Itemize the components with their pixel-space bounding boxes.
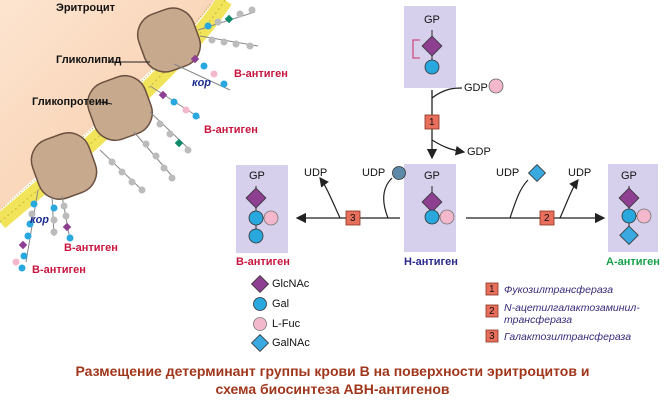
enzyme-legend-2-number: 2 (489, 306, 495, 317)
enzyme-1-box (424, 114, 440, 130)
enzyme-legend-2-name-line1: N-ацетилгалактозаминил- (504, 302, 640, 314)
legend-fuc-label: L-Fuc (272, 318, 301, 330)
erythrocyte-label: Эритроцит (56, 2, 116, 14)
enzyme-legend-2-box (485, 304, 499, 318)
udp-label-a-in: UDP (496, 167, 520, 179)
caption-line1: Размещение детерминант группы крови В на… (75, 363, 590, 379)
pointer-lines (99, 61, 150, 105)
enzyme-3-number: 3 (350, 213, 356, 224)
legend-glcnac-icon (250, 274, 270, 294)
glycoprotein-label: Гликопротеин (32, 96, 109, 108)
udp-label-a-out: UDP (568, 167, 592, 179)
gdp-label-in: GDP (464, 82, 488, 94)
enzyme-legend-1-box (485, 282, 499, 296)
glycolipid-label: Гликолипид (56, 54, 122, 66)
enzyme-legend-1-name: Фукозилтрансфераза (504, 284, 614, 296)
enzyme-legend-1-number: 1 (489, 284, 495, 295)
membrane-protein-1 (136, 7, 202, 73)
membrane-protein-2 (86, 74, 154, 142)
a-antigen-title: А-антиген (606, 256, 660, 268)
gp-label-b: GP (249, 170, 265, 182)
udp-label-b-in: UDP (362, 167, 386, 179)
enzyme-1-number: 1 (429, 117, 435, 128)
b-antigen-label-4: В-антиген (32, 264, 86, 276)
gp-label-top: GP (424, 14, 440, 26)
enzyme-legend-2-name-line2: трансфераза (504, 314, 573, 326)
membrane-protein-3 (30, 132, 98, 200)
legend-galnac-label: GalNAc (272, 337, 310, 349)
legend-glcnac-label: GlcNAc (272, 278, 310, 290)
gp-label-h: GP (424, 170, 440, 182)
legend-fuc-icon (253, 317, 267, 331)
gp-label-a: GP (621, 170, 637, 182)
enzyme-2-number: 2 (544, 213, 550, 224)
enzyme-3-box (345, 210, 361, 226)
caption-line2: схема биосинтеза АВН-антигенов (215, 381, 450, 397)
legend-gal-label: Gal (272, 298, 290, 310)
enzyme-legend-3-box (485, 329, 499, 343)
b-antigen-label-1: В-антиген (234, 68, 288, 80)
glycan-residues (12, 6, 256, 272)
legend-galnac-icon (250, 333, 270, 353)
core-label-2: кор (30, 214, 50, 226)
h-antigen-title: Н-антиген (404, 256, 458, 268)
legend-gal-icon (253, 297, 267, 311)
udp-label-b-out: UDP (304, 167, 328, 179)
enzyme-2-box (539, 210, 555, 226)
b-antigen-label-2: В-антиген (204, 124, 258, 136)
enzyme-legend-3-number: 3 (489, 331, 495, 342)
b-antigen-label-3: В-антиген (64, 242, 118, 254)
core-label-1: кор (192, 77, 212, 89)
b-antigen-title: В-антиген (236, 256, 290, 268)
gdp-label-out: GDP (467, 146, 491, 158)
enzyme-legend-3-name: Галактозилтрансфераза (504, 331, 632, 343)
